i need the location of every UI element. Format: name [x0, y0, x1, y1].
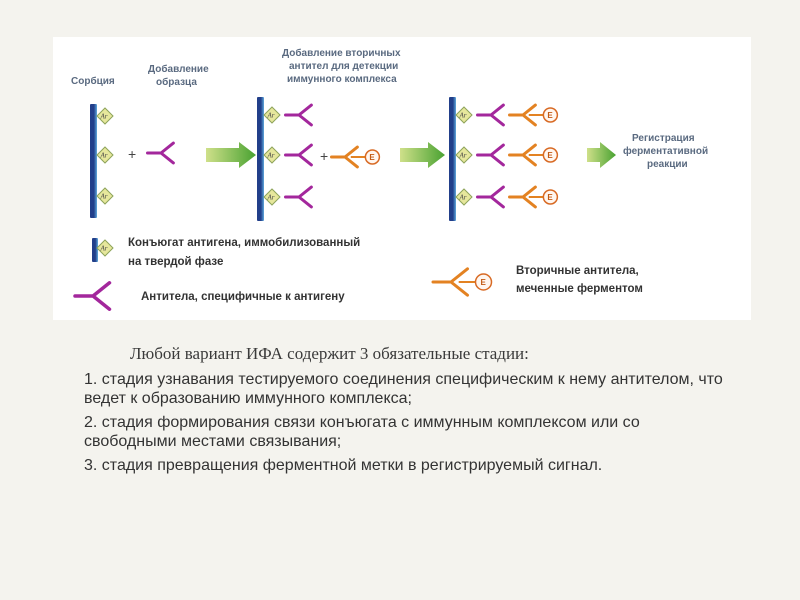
secondary-antibody-bound-3b: E — [508, 143, 559, 167]
antibody-shape — [284, 185, 313, 209]
legend-antigen-icon: Ar — [96, 239, 114, 257]
antigen-diamond — [455, 188, 473, 206]
legend-secondary-line1: Вторичные антитела, — [516, 265, 639, 277]
legend-secondary-line2: меченные ферментом — [516, 283, 643, 295]
enzyme-circle — [542, 189, 559, 205]
enzyme-label: E — [481, 278, 487, 287]
process-arrow-3 — [587, 142, 616, 168]
antigen-label: Ar — [100, 193, 108, 201]
antigen-label: Ar — [267, 194, 275, 202]
antigen-diamond — [96, 146, 114, 164]
solid-phase-plate-3 — [449, 97, 456, 221]
antigen-3c: Ar — [455, 188, 473, 206]
enzyme-label: E — [547, 151, 553, 160]
header-add-secondary-line1: Добавление вторичных — [282, 47, 401, 59]
secondary-antibody-bound-3a: E — [508, 103, 559, 127]
antibody-shape — [476, 143, 505, 167]
solid-phase-plate-2 — [257, 97, 264, 221]
stage-item-2: 2. стадия формирования связи конъюгата с… — [84, 414, 640, 450]
plus-sign-1: + — [128, 146, 136, 162]
antibody-shape — [284, 143, 313, 167]
legend-antibody-label: Антитела, специфичные к антигену — [141, 291, 345, 303]
intro-text: Любой вариант ИФА содержит 3 обязательны… — [130, 344, 529, 363]
antigen-diamond — [96, 239, 114, 257]
header-sorption: Сорбция — [71, 75, 115, 87]
antigen-diamond — [455, 146, 473, 164]
enzyme-circle — [542, 147, 559, 163]
enzyme-circle — [542, 107, 559, 123]
antibody-shape — [431, 267, 469, 297]
antigen-diamond — [263, 106, 281, 124]
antigen-1b: Ar — [96, 146, 114, 164]
secondary-antibody-bound-3c: E — [508, 185, 559, 209]
antigen-label: Ar — [459, 112, 467, 120]
antibody-shape — [330, 145, 359, 169]
antigen-1a: Ar — [96, 107, 114, 125]
enzyme-circle — [474, 273, 493, 291]
primary-antibody-bound-3a — [476, 103, 505, 127]
antigen-diamond — [455, 106, 473, 124]
header-add-secondary-line2: антител для детекции — [289, 61, 398, 72]
antigen-2b: Ar — [263, 146, 281, 164]
antibody-shape — [508, 143, 537, 167]
primary-antibody-free — [146, 141, 175, 165]
antibody-shape — [73, 281, 112, 311]
antigen-3a: Ar — [455, 106, 473, 124]
antigen-2a: Ar — [263, 106, 281, 124]
primary-antibody-bound-2b — [284, 143, 313, 167]
antigen-label: Ar — [267, 152, 275, 160]
antigen-1c: Ar — [96, 187, 114, 205]
primary-antibody-bound-2a — [284, 103, 313, 127]
process-arrow-2 — [400, 142, 445, 168]
enzyme-label: E — [547, 111, 553, 120]
header-registration-line3: реакции — [647, 159, 688, 170]
antigen-diamond — [263, 188, 281, 206]
legend-conjugate-line2: на твердой фазе — [128, 256, 223, 268]
antigen-diamond — [96, 187, 114, 205]
antigen-label: Ar — [459, 194, 467, 202]
antibody-shape — [508, 103, 537, 127]
legend-antibody-icon — [73, 281, 112, 311]
antigen-3b: Ar — [455, 146, 473, 164]
antigen-label: Ar — [459, 152, 467, 160]
antigen-diamond — [263, 146, 281, 164]
stage-item-3: 3. стадия превращения ферментной метки в… — [84, 457, 603, 474]
header-registration-line1: Регистрация — [632, 133, 695, 144]
header-registration-line2: ферментативной — [623, 145, 708, 157]
antibody-shape — [146, 141, 175, 165]
legend-secondary-antibody-icon: E — [431, 267, 493, 297]
antigen-2c: Ar — [263, 188, 281, 206]
enzyme-label: E — [369, 153, 375, 162]
elisa-diagram: Сорбция Добавление образца Добавление вт… — [71, 47, 708, 311]
primary-antibody-bound-3c — [476, 185, 505, 209]
antibody-shape — [284, 103, 313, 127]
header-add-secondary-line3: иммунного комплекса — [287, 74, 397, 85]
antigen-label: Ar — [267, 112, 275, 120]
elisa-diagram-panel: Сорбция Добавление образца Добавление вт… — [53, 37, 751, 320]
primary-antibody-bound-2c — [284, 185, 313, 209]
antigen-label: Ar — [100, 245, 108, 253]
antibody-shape — [508, 185, 537, 209]
header-add-sample-line2: образца — [156, 76, 197, 88]
legend-plate-swatch — [92, 238, 98, 262]
enzyme-circle — [364, 149, 381, 165]
stage-item-1: 1. стадия узнавания тестируемого соедине… — [84, 371, 723, 407]
antibody-shape — [476, 185, 505, 209]
legend-conjugate-line1: Конъюгат антигена, иммобилизованный — [128, 237, 360, 249]
secondary-antibody-free: E — [330, 145, 381, 169]
slide-text: Любой вариант ИФА содержит 3 обязательны… — [84, 344, 724, 480]
enzyme-label: E — [547, 193, 553, 202]
header-add-sample-line1: Добавление — [148, 63, 209, 75]
plus-sign-2: + — [320, 148, 328, 164]
antigen-diamond — [96, 107, 114, 125]
antibody-shape — [476, 103, 505, 127]
primary-antibody-bound-3b — [476, 143, 505, 167]
antigen-label: Ar — [100, 152, 108, 160]
antigen-label: Ar — [100, 113, 108, 121]
process-arrow-1 — [206, 142, 256, 168]
solid-phase-plate-1 — [90, 104, 97, 218]
